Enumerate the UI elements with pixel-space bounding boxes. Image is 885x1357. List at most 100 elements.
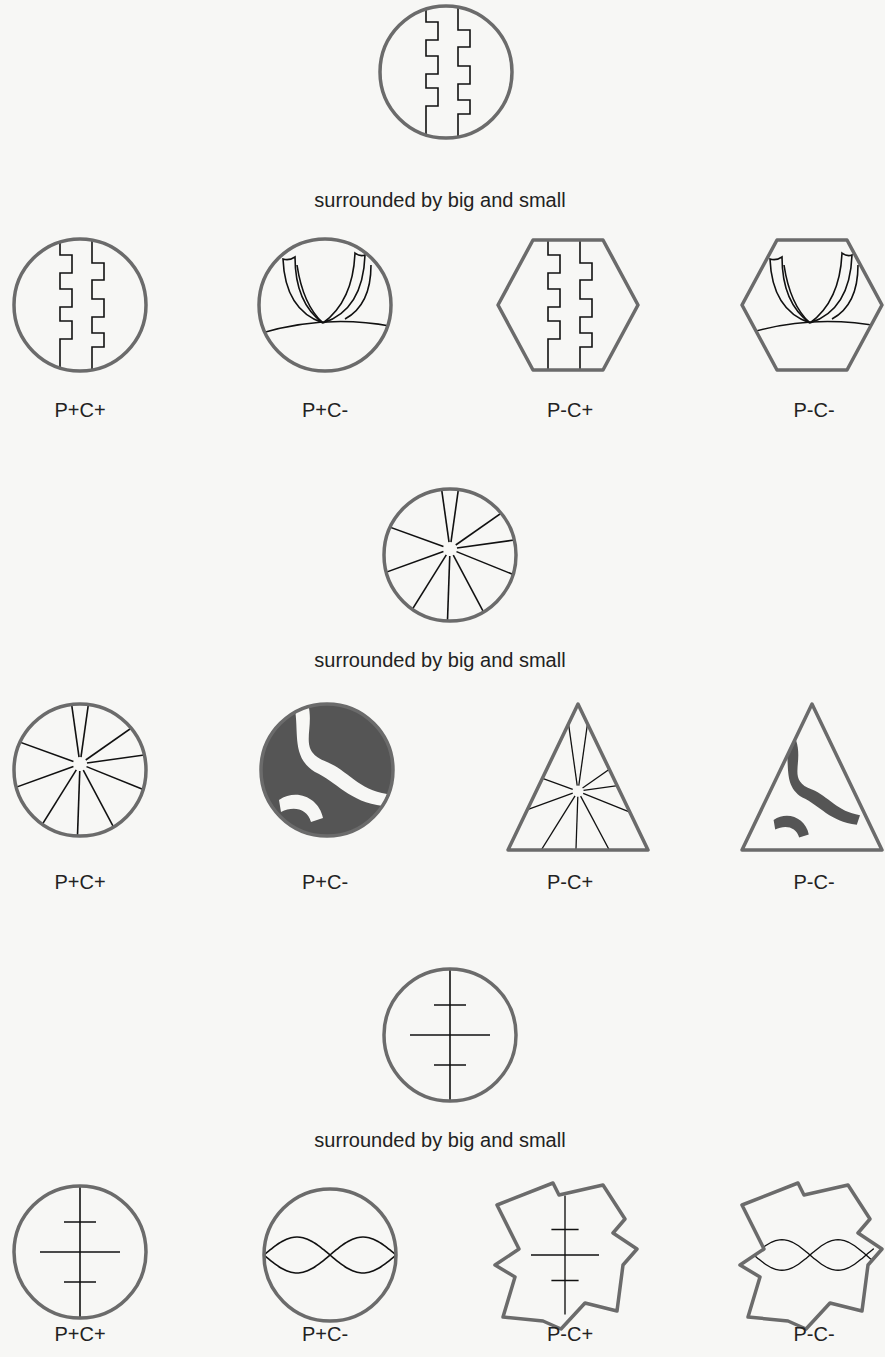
icon xyxy=(498,235,638,375)
icon-ground xyxy=(742,240,882,370)
variant-label: P-C+ xyxy=(547,398,593,422)
icon-pattern xyxy=(255,1237,405,1273)
icon-pattern xyxy=(548,235,592,375)
variant-label: P+C- xyxy=(302,870,348,894)
pattern-line xyxy=(575,797,577,863)
pattern-line xyxy=(86,767,163,798)
icon-pattern xyxy=(255,253,395,335)
icon xyxy=(380,2,512,142)
icon xyxy=(255,239,395,371)
icon-outline xyxy=(14,704,146,836)
pattern-line xyxy=(447,556,450,639)
pattern-line xyxy=(437,460,449,542)
pattern-line xyxy=(510,793,572,816)
variant-label: P+C- xyxy=(302,398,348,422)
pattern-line xyxy=(365,518,443,546)
pattern-line xyxy=(579,720,588,786)
pattern-line xyxy=(540,796,575,852)
pattern-line xyxy=(365,551,443,579)
pattern-line xyxy=(255,322,395,335)
pattern-line xyxy=(746,1240,874,1270)
streak-shape xyxy=(293,700,387,806)
pattern-line xyxy=(451,460,463,542)
pattern-line xyxy=(323,253,365,323)
pattern-line xyxy=(87,751,169,763)
icon-outline xyxy=(495,1183,637,1329)
icon-ground xyxy=(495,1183,637,1329)
pattern-line xyxy=(345,265,371,319)
pattern-line xyxy=(742,322,882,335)
icon-outline xyxy=(742,240,882,370)
pattern-line xyxy=(434,1064,466,1066)
pattern-line xyxy=(832,265,858,319)
variant-label: P-C- xyxy=(793,1322,834,1346)
icon-pattern xyxy=(237,680,417,860)
icon xyxy=(14,235,146,375)
caption-text: surrounded by big and small xyxy=(314,1128,565,1152)
caption-text: surrounded by big and small xyxy=(314,648,565,672)
pattern-line xyxy=(551,1229,578,1230)
pattern-line xyxy=(283,257,323,323)
icon-ground xyxy=(498,240,638,370)
icon xyxy=(0,675,169,854)
variant-label: P-C+ xyxy=(547,870,593,894)
icon xyxy=(237,680,417,860)
caption-text: surrounded by big and small xyxy=(314,188,565,212)
variant-label: P-C- xyxy=(793,870,834,894)
pattern-line xyxy=(548,235,560,375)
pattern-line xyxy=(64,1221,96,1223)
icon-outline xyxy=(384,489,516,621)
icon xyxy=(255,1189,405,1321)
icon xyxy=(495,1183,637,1329)
icon-outline xyxy=(742,704,882,850)
icon-ground xyxy=(740,1183,882,1329)
pattern-line xyxy=(583,793,645,818)
pattern-line xyxy=(434,1004,466,1006)
pattern-line xyxy=(77,771,80,854)
icon-outline xyxy=(740,1183,882,1329)
icon-pattern xyxy=(531,1196,599,1315)
icon-outline xyxy=(14,1186,146,1318)
icon-outline xyxy=(264,1189,396,1321)
icon xyxy=(740,1183,882,1329)
icon-outline xyxy=(259,239,391,371)
pattern-line xyxy=(410,1034,490,1036)
variant-label: P+C+ xyxy=(54,870,105,894)
icon-outline xyxy=(508,704,648,850)
pattern-line xyxy=(81,675,93,757)
pattern-line xyxy=(784,265,810,323)
pattern-line xyxy=(746,1240,874,1270)
pattern-line xyxy=(60,235,72,375)
icon-pattern xyxy=(746,1240,874,1270)
icon-ground xyxy=(742,704,882,850)
icon-pattern xyxy=(0,675,169,854)
icon-outline xyxy=(261,704,393,836)
icon-pattern xyxy=(365,460,539,639)
pattern-line xyxy=(255,1237,405,1273)
variant-label: P+C+ xyxy=(54,1322,105,1346)
icon-ground xyxy=(259,239,391,371)
pattern-line xyxy=(426,2,438,142)
pattern-line xyxy=(92,235,104,375)
pattern-line xyxy=(551,1280,578,1281)
pattern-line xyxy=(810,253,852,323)
icon-ground xyxy=(380,6,512,138)
icon-pattern xyxy=(40,1182,120,1322)
pattern-line xyxy=(0,766,73,794)
pattern-line xyxy=(581,796,612,855)
icon-ground xyxy=(508,704,648,850)
dark-ground xyxy=(237,680,417,860)
icon xyxy=(365,460,539,639)
pattern-line xyxy=(770,257,810,323)
icon-outline xyxy=(498,240,638,370)
icon xyxy=(14,1182,146,1322)
pattern-line xyxy=(0,733,73,761)
icon-outline xyxy=(14,239,146,371)
pattern-line xyxy=(457,536,539,548)
icon-ground xyxy=(384,489,516,621)
pattern-line xyxy=(255,1237,405,1273)
pattern-line xyxy=(531,1254,599,1255)
icon-pattern xyxy=(60,235,104,375)
icon xyxy=(742,704,882,850)
